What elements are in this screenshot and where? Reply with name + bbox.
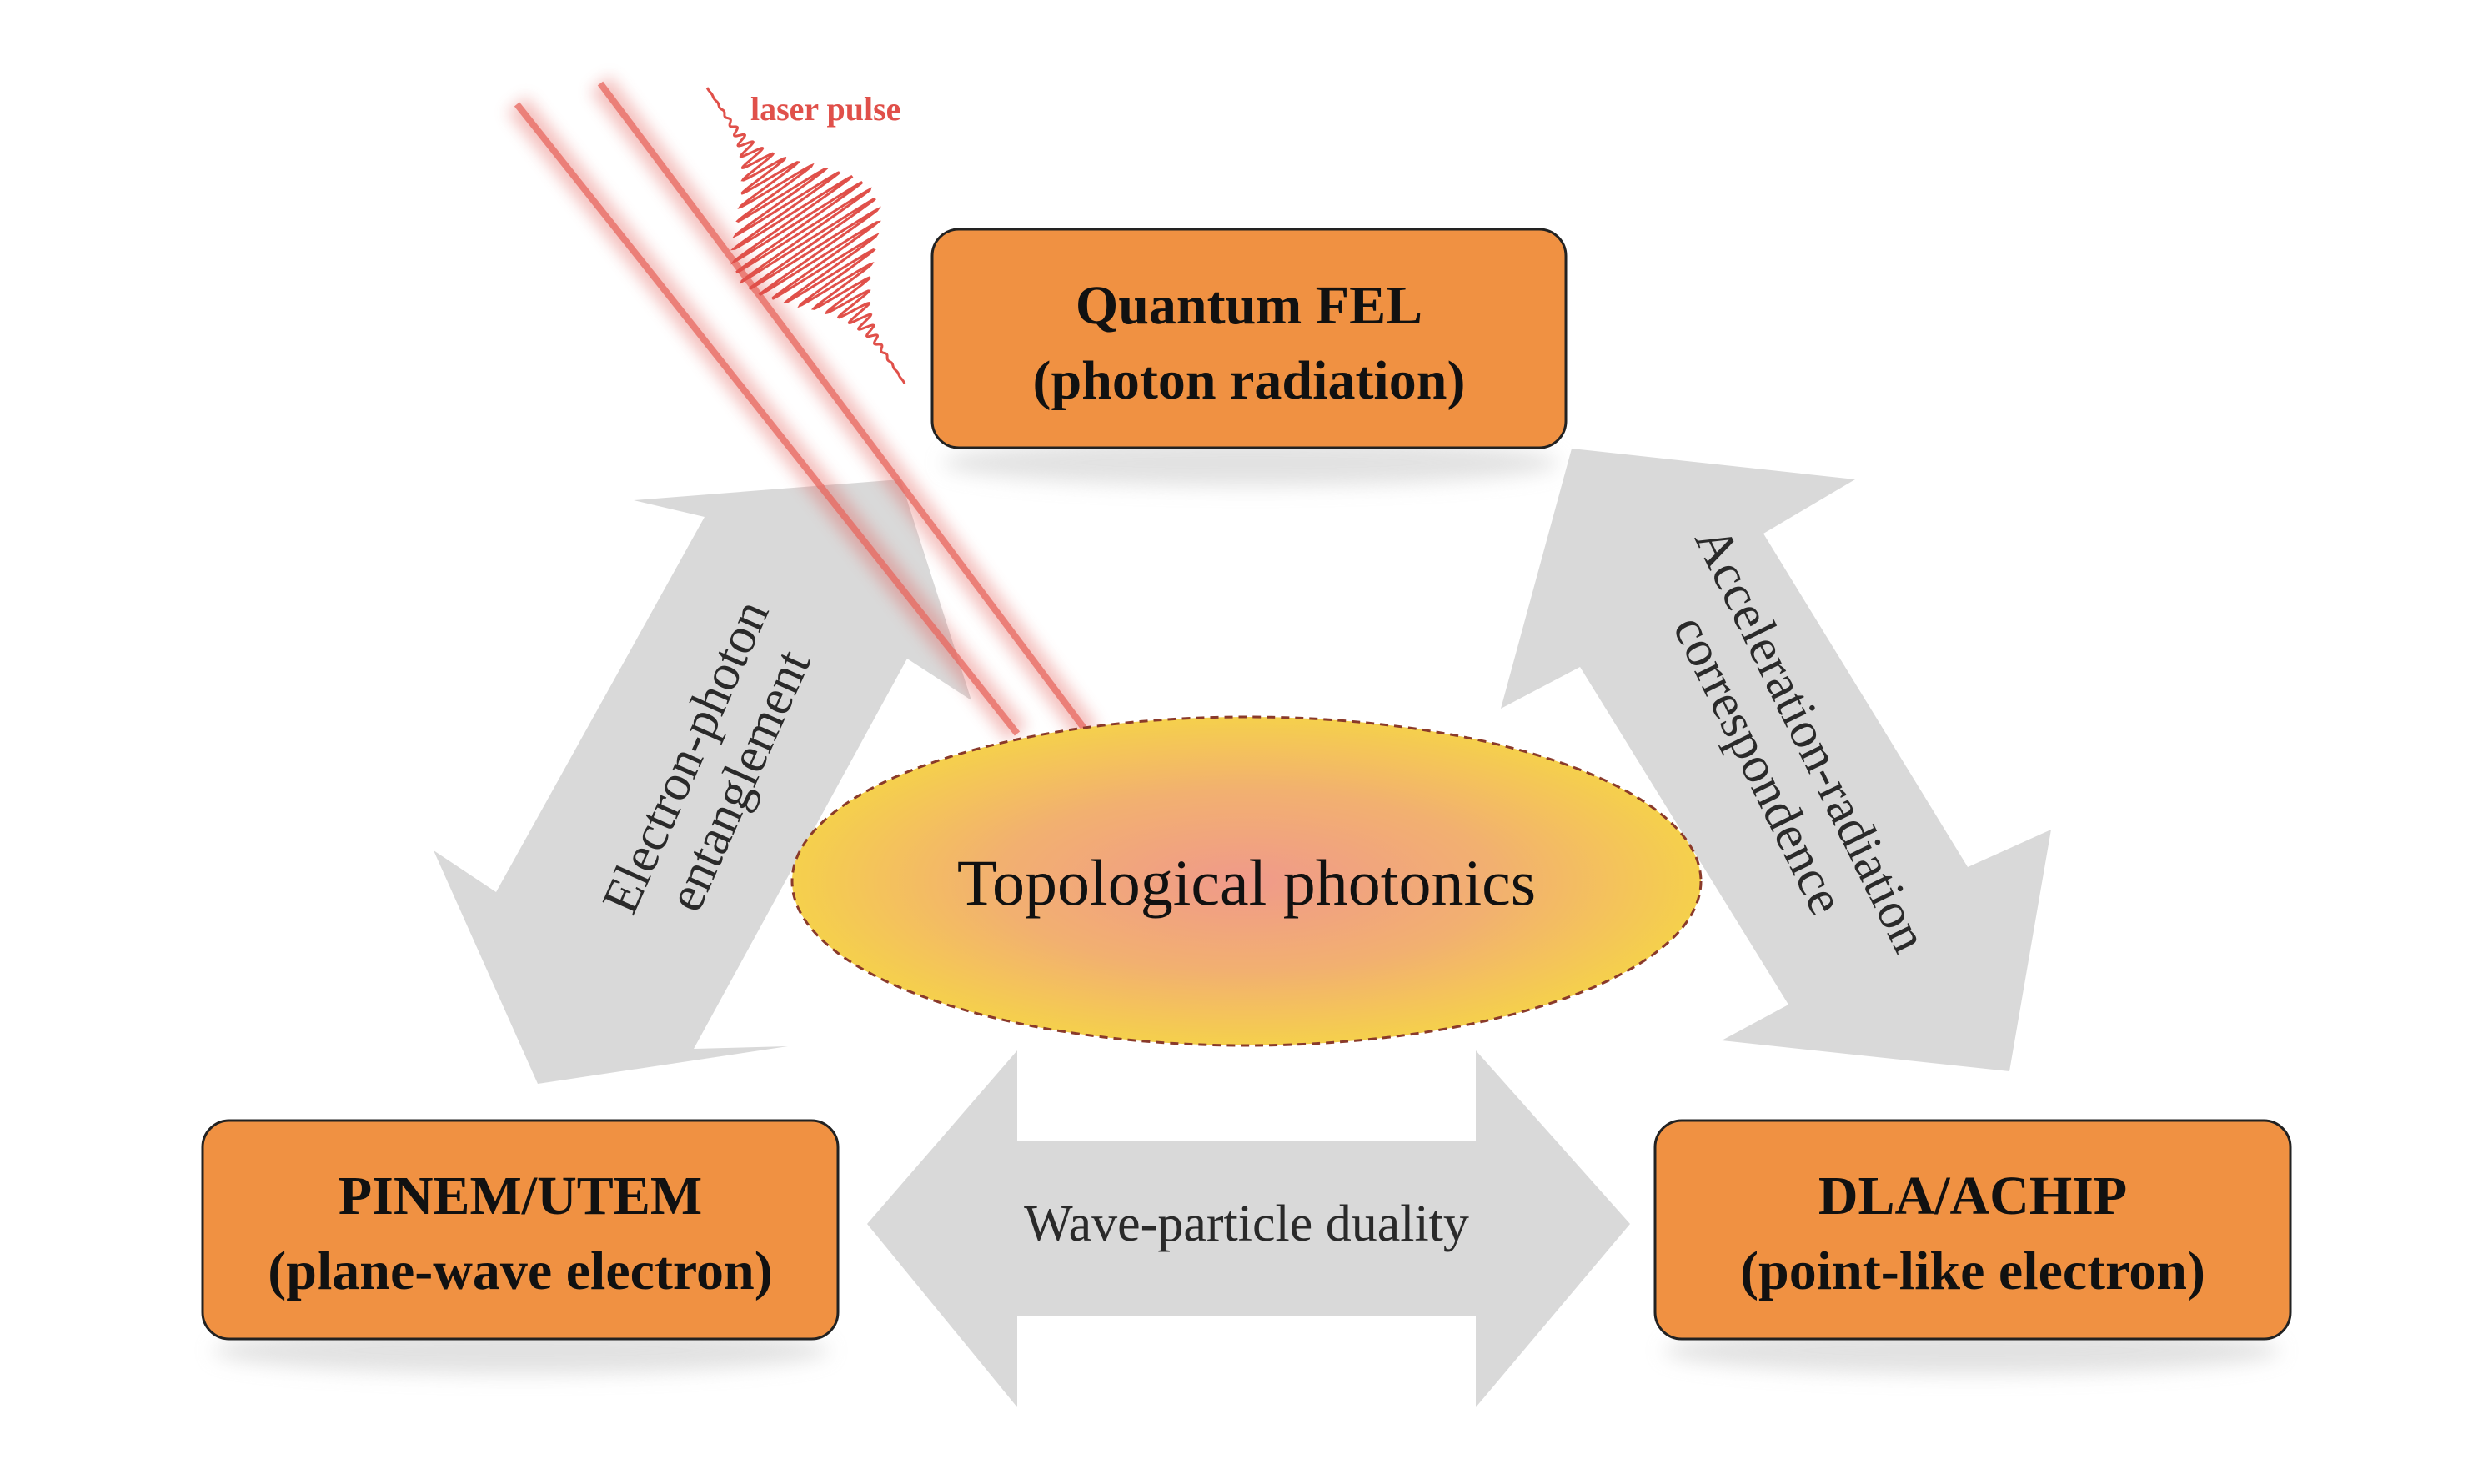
bottom-arrow-label: Wave-particle duality xyxy=(1024,1196,1469,1252)
laser-beams xyxy=(507,76,1098,742)
center-label: Topological photonics xyxy=(957,846,1536,919)
laser-pulse-wave xyxy=(705,87,906,384)
box-dla-achip-line1: DLA/ACHIP xyxy=(1818,1166,2127,1226)
box-quantum-fel: Quantum FEL (photon radiation) xyxy=(930,228,1568,449)
box-pinem-utem-line2: (plane-wave electron) xyxy=(268,1241,772,1301)
box-pinem-utem-line1: PINEM/UTEM xyxy=(339,1166,702,1226)
center-ellipse xyxy=(790,715,1703,1047)
right-double-arrow xyxy=(1501,449,2051,1071)
box-dla-achip: DLA/ACHIP (point-like electron) xyxy=(1653,1119,2292,1341)
left-double-arrow xyxy=(434,479,971,1084)
box-quantum-fel-line1: Quantum FEL xyxy=(1076,275,1422,336)
box-pinem-utem: PINEM/UTEM (plane-wave electron) xyxy=(201,1119,840,1341)
bottom-double-arrow xyxy=(867,1050,1630,1407)
laser-pulse-label: laser pulse xyxy=(750,90,900,128)
box-dla-achip-line2: (point-like electron) xyxy=(1740,1241,2205,1301)
box-quantum-fel-line2: (photon radiation) xyxy=(1033,350,1466,411)
